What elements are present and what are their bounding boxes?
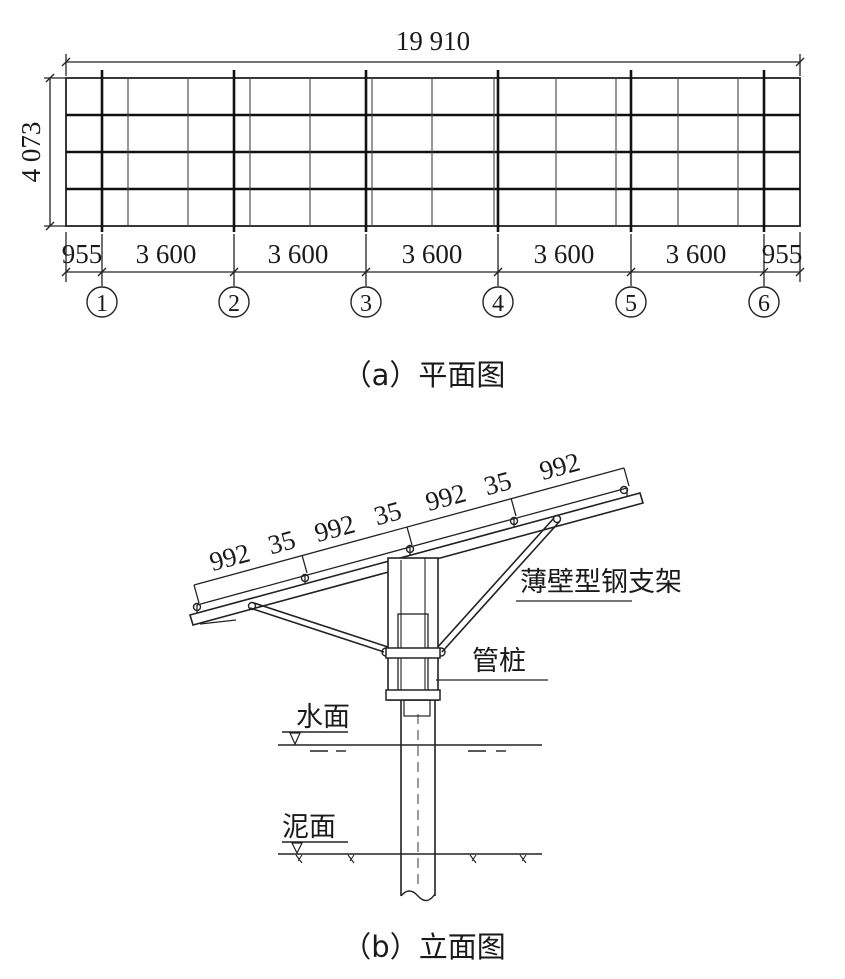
span-label: 955 (762, 239, 803, 269)
axis-number: 6 (758, 291, 770, 317)
span-dimension-line (61, 232, 805, 282)
module-dim-label: 35 (481, 465, 515, 501)
elevation-caption: （b）立面图 (342, 930, 505, 964)
purlin-lines (66, 113, 800, 191)
mud-line (278, 841, 542, 864)
label-leaders (436, 600, 632, 681)
axis-bubble: 3 (350, 282, 382, 318)
pipe-pile (385, 557, 441, 902)
axis-bubbles: 1 2 3 4 5 (86, 282, 780, 318)
mud-label: 泥面 (282, 812, 336, 843)
plan-view: 19 910 4 073 (16, 26, 805, 392)
overall-width-label: 19 910 (396, 26, 470, 56)
axis-number: 2 (228, 291, 240, 317)
module-dim-label: 35 (371, 495, 405, 531)
axis-number: 1 (96, 291, 108, 317)
water-line (278, 731, 542, 752)
span-label: 3 600 (666, 239, 727, 269)
axis-bubble: 2 (218, 282, 250, 318)
plan-caption: （a）平面图 (343, 358, 506, 392)
span-label: 955 (62, 239, 103, 269)
module-dim-label: 35 (265, 524, 299, 560)
module-division-lines (127, 78, 739, 226)
module-dim-label: 992 (536, 447, 583, 487)
axis-bubble: 4 (482, 282, 514, 318)
axis-bubble: 5 (615, 282, 647, 318)
module-dim-label: 992 (422, 478, 469, 518)
span-label: 3 600 (534, 239, 595, 269)
module-dimension-line (193, 467, 630, 604)
axis-lines (100, 70, 766, 232)
bracket-label: 薄壁型钢支架 (520, 567, 682, 598)
axis-bubble: 6 (748, 282, 780, 318)
axis-number: 5 (625, 291, 637, 317)
span-label: 3 600 (136, 239, 197, 269)
pile-label: 管桩 (472, 646, 526, 677)
span-label: 3 600 (402, 239, 463, 269)
span-label: 3 600 (268, 239, 329, 269)
elevation-view: 992 35 992 35 992 35 992 (188, 447, 682, 964)
overall-height-dimension (44, 73, 66, 231)
axis-number: 3 (360, 291, 372, 317)
axis-bubble: 1 (86, 282, 118, 318)
overall-width-dimension (61, 54, 805, 76)
axis-number: 4 (492, 291, 504, 317)
overall-height-label: 4 073 (16, 122, 46, 183)
water-label: 水面 (296, 702, 350, 733)
